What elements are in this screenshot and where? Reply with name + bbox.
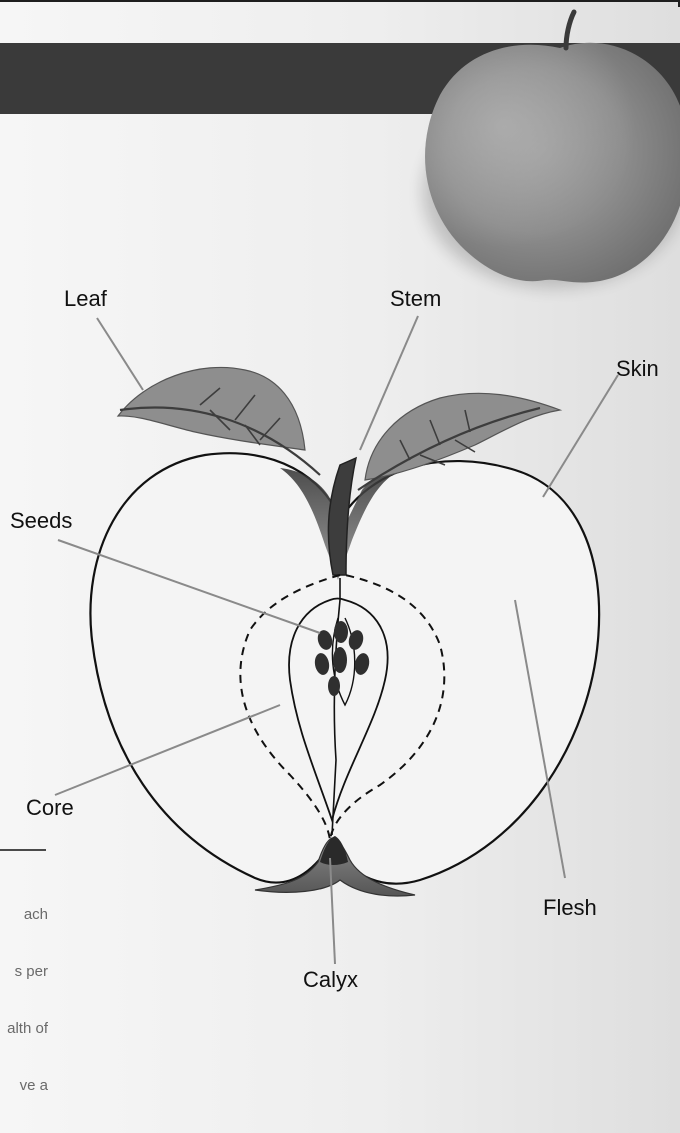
leader-leaf bbox=[97, 318, 143, 390]
label-skin: Skin bbox=[616, 356, 659, 381]
label-calyx: Calyx bbox=[303, 967, 358, 992]
label-stem: Stem bbox=[390, 286, 441, 311]
label-flesh: Flesh bbox=[543, 895, 597, 920]
label-leaf: Leaf bbox=[64, 286, 108, 311]
label-core: Core bbox=[26, 795, 74, 820]
sidebar-text-line-4: ve a bbox=[0, 1076, 48, 1095]
leader-skin bbox=[543, 375, 618, 497]
whole-apple-image bbox=[423, 12, 680, 288]
page: ach s per alth of ve a bbox=[0, 0, 680, 1049]
apple-diagram: Leaf Stem Skin Seeds Core Flesh Calyx bbox=[0, 0, 680, 1049]
label-seeds: Seeds bbox=[10, 508, 72, 533]
